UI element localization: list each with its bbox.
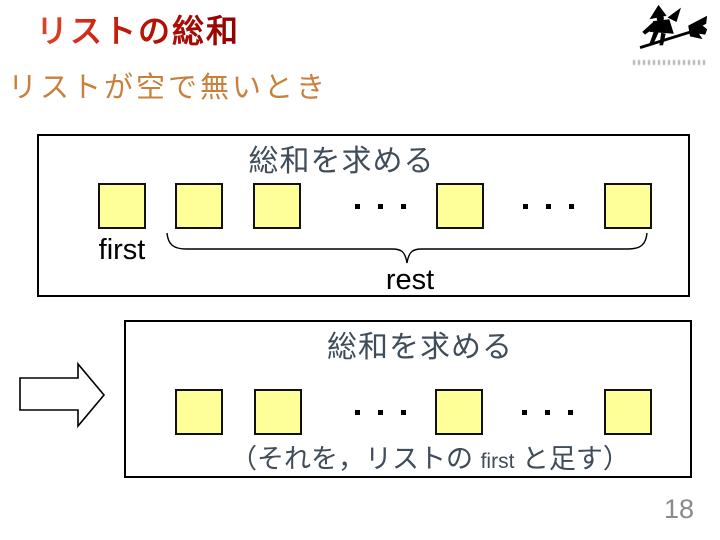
- list-cell: [175, 389, 223, 435]
- witch-icon: [639, 4, 708, 49]
- diagram-box-before: 総和を求める first rest: [37, 134, 690, 297]
- box2-caption: 総和を求める: [327, 331, 513, 364]
- underbrace-icon: [166, 232, 648, 264]
- first-label: first: [98, 234, 146, 266]
- diagram-box-after: 総和を求める （それを，リストの first と足す）: [124, 320, 692, 478]
- arrow-right-icon: [19, 361, 106, 429]
- list-cell: [436, 183, 484, 229]
- page-title: リストの総和: [36, 6, 240, 52]
- page-number: 18: [663, 494, 694, 524]
- list-cell: [435, 389, 483, 435]
- note-text: （それを，リストの first と足す）: [126, 437, 690, 476]
- list-cell: [254, 389, 302, 435]
- note-suffix: と足す）: [514, 444, 630, 474]
- ellipsis-dots: [355, 410, 406, 415]
- rest-label: rest: [385, 264, 435, 296]
- slide-subtitle: リストが空で無いとき: [8, 72, 329, 104]
- ellipsis-dots: [523, 204, 574, 209]
- ellipsis-dots: [355, 204, 406, 209]
- list-cell: [98, 183, 146, 229]
- note-word-first: first: [480, 450, 515, 473]
- ellipsis-dots: [522, 410, 573, 415]
- note-prefix: （それを，リストの: [230, 444, 481, 474]
- box1-caption: 総和を求める: [248, 145, 435, 178]
- list-cell: [175, 183, 223, 229]
- witch-caption: [633, 60, 705, 65]
- list-cell: [604, 389, 652, 435]
- list-cell: [253, 183, 301, 229]
- list-cell: [604, 183, 652, 229]
